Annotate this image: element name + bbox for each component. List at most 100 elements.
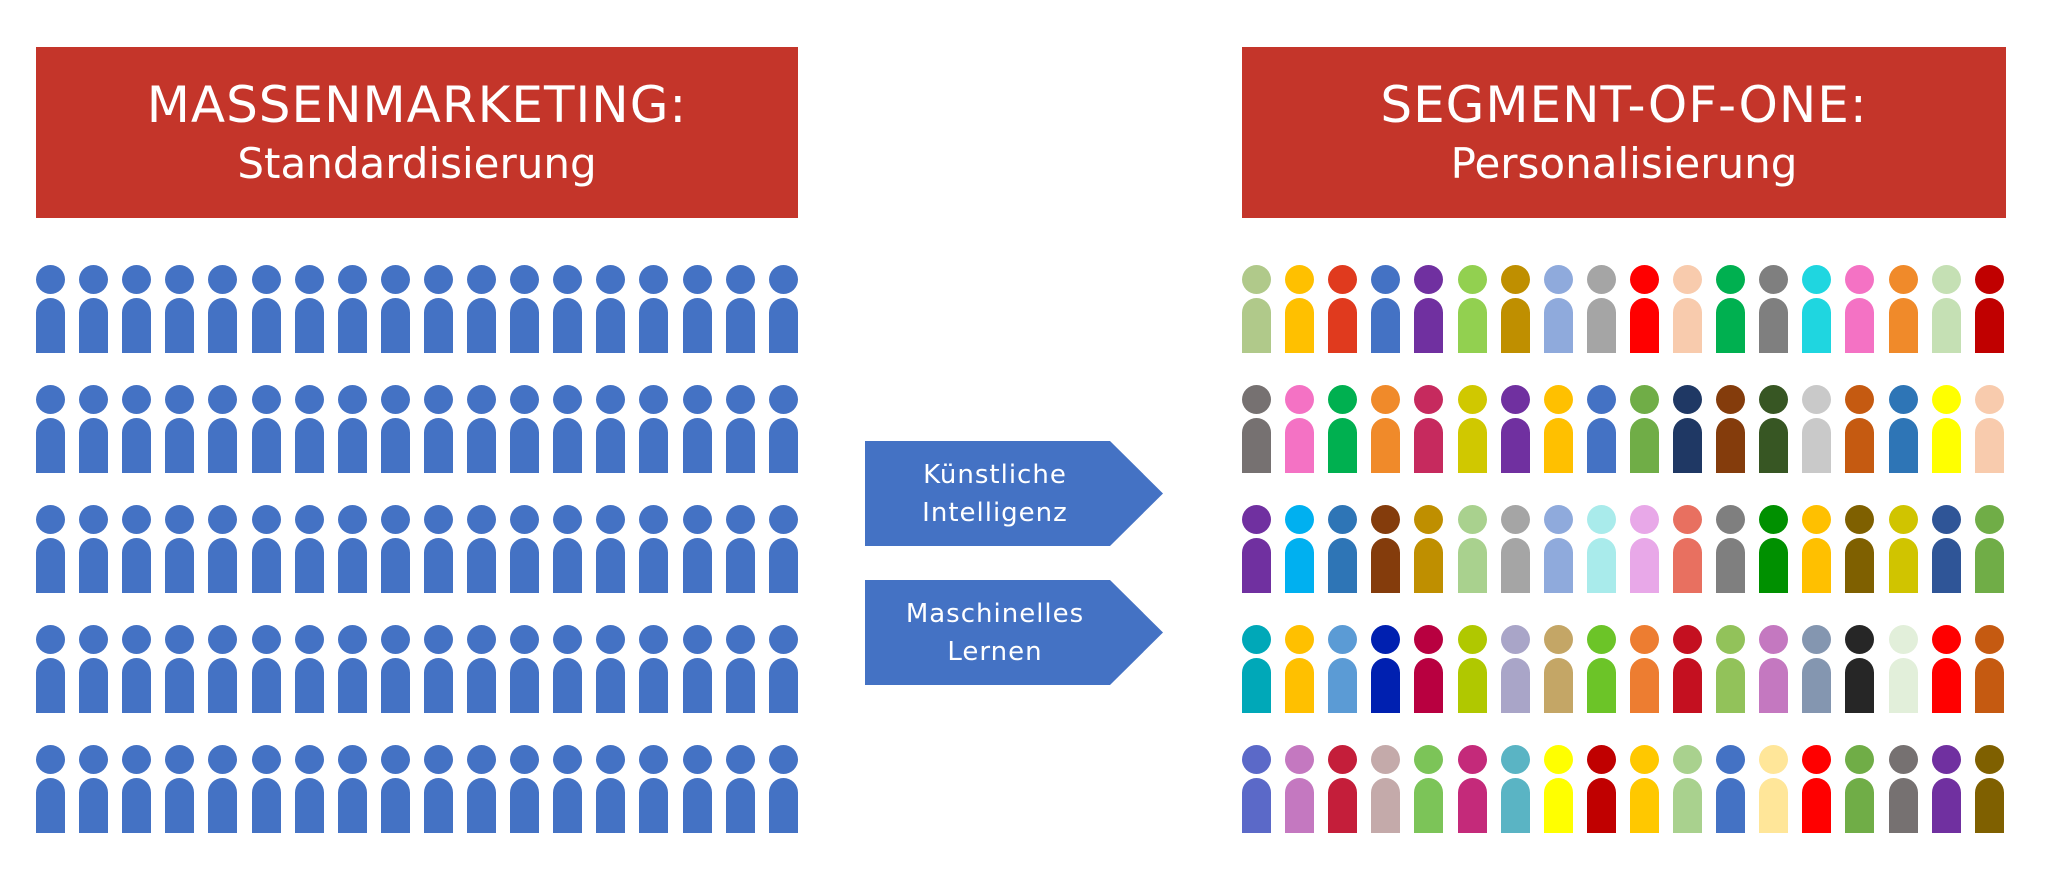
person-body xyxy=(251,538,281,593)
person-body xyxy=(1328,418,1358,473)
person-body xyxy=(682,298,712,353)
person-body xyxy=(1931,298,1961,353)
person-icon xyxy=(1285,745,1315,833)
person-body xyxy=(553,538,583,593)
person-icon xyxy=(596,505,626,593)
person-head xyxy=(553,385,583,414)
person-head xyxy=(1673,505,1702,534)
person-body xyxy=(423,658,453,713)
person-head xyxy=(1242,505,1271,534)
person-icon xyxy=(725,385,755,473)
person-icon xyxy=(294,265,324,353)
person-body xyxy=(1845,298,1875,353)
person-head xyxy=(682,385,712,414)
person-body xyxy=(1371,298,1401,353)
person-body xyxy=(1716,658,1746,713)
person-head xyxy=(1716,745,1746,774)
person-body xyxy=(1500,658,1530,713)
person-head xyxy=(1414,745,1444,774)
person-head xyxy=(1802,745,1832,774)
person-icon xyxy=(1716,625,1746,713)
person-icon xyxy=(1931,385,1961,473)
person-body xyxy=(1328,658,1358,713)
person-icon xyxy=(1328,505,1358,593)
person-body xyxy=(1716,538,1746,593)
person-head xyxy=(208,745,238,774)
person-icon xyxy=(294,625,324,713)
person-body xyxy=(1673,418,1702,473)
person-body xyxy=(337,418,367,473)
person-body xyxy=(165,538,195,593)
person-head xyxy=(1285,625,1315,654)
person-body xyxy=(122,538,152,593)
person-icon xyxy=(639,505,669,593)
person-body xyxy=(423,778,453,833)
person-body xyxy=(1802,298,1832,353)
person-head xyxy=(725,385,755,414)
person-head xyxy=(1371,505,1401,534)
person-head xyxy=(1328,505,1358,534)
person-head xyxy=(337,745,367,774)
person-body xyxy=(1543,298,1573,353)
person-body xyxy=(208,418,238,473)
person-head xyxy=(1586,385,1616,414)
segment-of-one-subtitle: Personalisierung xyxy=(1450,138,1798,188)
person-body xyxy=(380,658,410,713)
person-head xyxy=(380,625,410,654)
person-icon xyxy=(1371,265,1401,353)
person-body xyxy=(467,418,496,473)
person-head xyxy=(1543,385,1573,414)
person-head xyxy=(768,505,798,534)
person-icon xyxy=(1543,505,1573,593)
person-head xyxy=(596,625,626,654)
person-body xyxy=(1888,778,1918,833)
person-head xyxy=(36,745,65,774)
person-icon xyxy=(1500,385,1530,473)
person-body xyxy=(1629,298,1659,353)
person-body xyxy=(1716,778,1746,833)
person-body xyxy=(251,418,281,473)
person-head xyxy=(1328,745,1358,774)
person-body xyxy=(1974,298,2004,353)
person-head xyxy=(165,385,195,414)
person-body xyxy=(768,778,798,833)
person-body xyxy=(639,658,669,713)
person-head xyxy=(1802,265,1832,294)
person-body xyxy=(596,778,626,833)
person-body xyxy=(1543,538,1573,593)
person-body xyxy=(380,778,410,833)
person-head xyxy=(1716,505,1746,534)
person-icon xyxy=(1371,385,1401,473)
person-icon xyxy=(725,625,755,713)
person-head xyxy=(1759,265,1789,294)
person-head xyxy=(294,265,324,294)
person-icon xyxy=(1673,265,1702,353)
person-head xyxy=(1802,385,1832,414)
person-body xyxy=(122,418,152,473)
person-icon xyxy=(36,745,65,833)
person-icon xyxy=(79,745,109,833)
person-icon xyxy=(1716,745,1746,833)
person-icon xyxy=(1414,625,1444,713)
person-icon xyxy=(1328,625,1358,713)
person-head xyxy=(36,625,65,654)
person-head xyxy=(1414,505,1444,534)
person-icon xyxy=(1543,385,1573,473)
person-icon xyxy=(596,385,626,473)
person-head xyxy=(1673,385,1702,414)
person-icon xyxy=(768,625,798,713)
person-body xyxy=(1673,778,1702,833)
person-body xyxy=(639,778,669,833)
person-icon xyxy=(1931,505,1961,593)
person-head xyxy=(682,745,712,774)
person-icon xyxy=(1845,745,1875,833)
person-body xyxy=(1586,418,1616,473)
person-body xyxy=(165,418,195,473)
person-head xyxy=(423,385,453,414)
person-head xyxy=(294,505,324,534)
person-head xyxy=(553,745,583,774)
person-icon xyxy=(1802,505,1832,593)
person-icon xyxy=(1457,265,1487,353)
person-head xyxy=(122,745,152,774)
person-head xyxy=(36,265,65,294)
